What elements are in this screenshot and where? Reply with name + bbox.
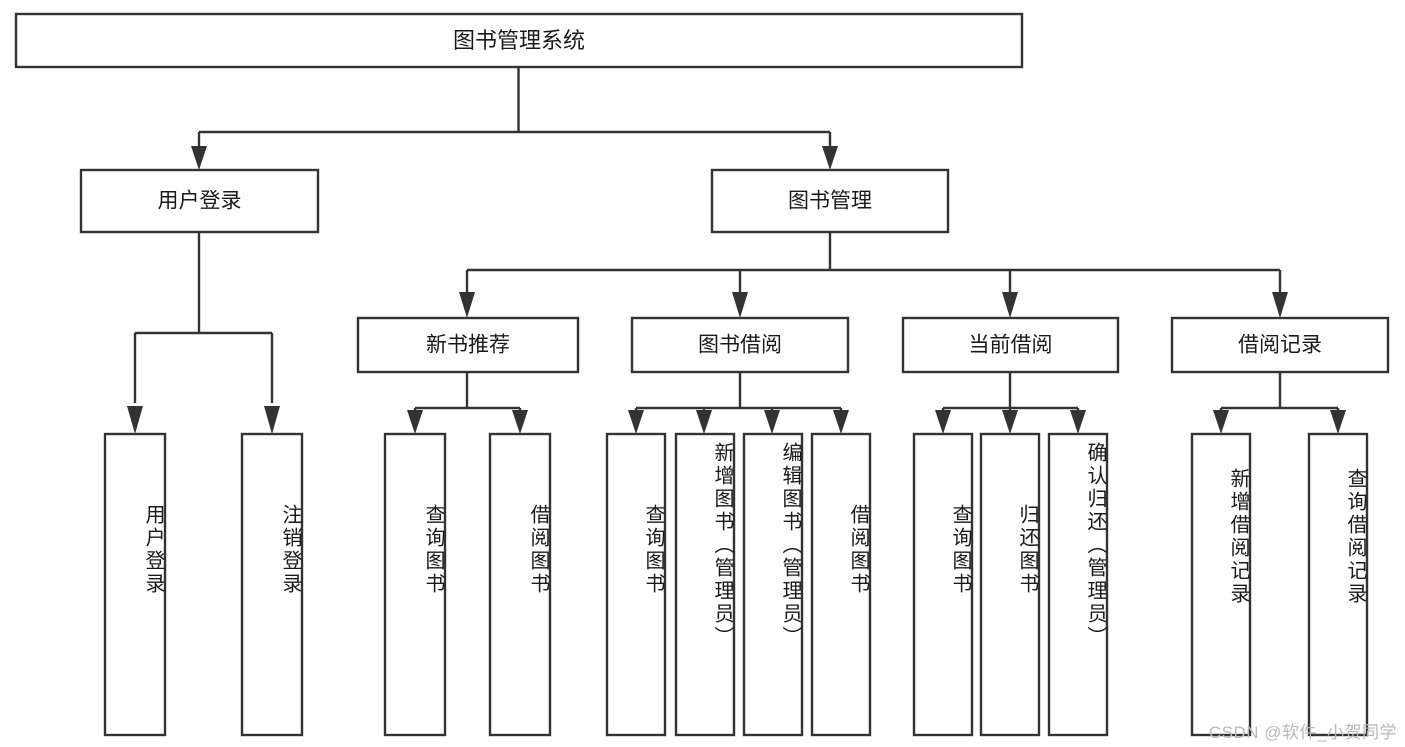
arrow-book-mgmt-child-1 — [732, 292, 748, 318]
leaf-label-user-login-0: 用户登录 — [142, 504, 164, 596]
node-root-label: 图书管理系统 — [453, 28, 585, 53]
arrow-book-mgmt-child-2 — [1002, 292, 1018, 318]
node-leaf-book-borrow-1-box[interactable] — [674, 432, 736, 737]
csdn-watermark: CSDN @软件_小贺同学 — [1208, 723, 1397, 742]
nodes: 图书管理系统 用户登录 图书管理 新书推荐 图书借阅 当前借阅 借阅记录 — [14, 12, 1390, 737]
arrow-current-borrow-child-2 — [1070, 410, 1086, 434]
node-new-book-recommend-label: 新书推荐 — [426, 334, 510, 357]
leaf-label-current-borrow-0: 查询图书 — [949, 504, 971, 596]
node-leaf-book-borrow-2-box[interactable] — [742, 432, 804, 737]
node-book-management-label: 图书管理 — [788, 190, 872, 213]
arrow-current-borrow-child-0 — [935, 410, 951, 434]
node-user-login-box[interactable] — [79, 168, 320, 234]
leaf-label-book-borrow-3: 借阅图书 — [847, 504, 869, 596]
node-book-management-box[interactable] — [710, 168, 950, 234]
node-current-borrow-label: 当前借阅 — [969, 334, 1053, 357]
node-borrow-record-box[interactable] — [1170, 316, 1390, 374]
node-new-book-recommend-box[interactable] — [356, 316, 580, 374]
arrow-root-to-book-mgmt — [822, 146, 838, 170]
arrow-current-borrow-child-1 — [1002, 410, 1018, 434]
arrow-book-borrow-child-0 — [628, 410, 644, 434]
leaf-label-book-borrow-1: 新增图书（管理员） — [711, 442, 733, 649]
node-leaf-new-book-0-box[interactable] — [383, 432, 447, 737]
connectors — [127, 67, 1346, 434]
node-current-borrow-box[interactable] — [901, 316, 1120, 374]
node-user-login-label: 用户登录 — [158, 190, 242, 213]
node-leaf-book-borrow-3-box[interactable] — [810, 432, 872, 737]
leaf-label-borrow-record-1: 查询借阅记录 — [1344, 468, 1366, 606]
leaf-label-book-borrow-0: 查询图书 — [642, 504, 664, 596]
arrow-borrow-record-child-0 — [1213, 410, 1229, 434]
arrow-book-borrow-child-2 — [764, 410, 780, 434]
leaf-label-new-book-1: 借阅图书 — [527, 504, 549, 596]
node-leaf-user-login-1-box[interactable] — [240, 432, 304, 737]
node-leaf-current-borrow-0-box[interactable] — [912, 432, 974, 737]
arrow-book-borrow-child-3 — [833, 410, 849, 434]
node-leaf-new-book-1-box[interactable] — [488, 432, 552, 737]
arrow-user-login-child-1 — [264, 406, 280, 434]
leaf-label-user-login-1: 注销登录 — [279, 504, 301, 596]
node-leaf-borrow-record-0-box[interactable] — [1190, 432, 1252, 737]
arrow-book-mgmt-child-3 — [1272, 292, 1288, 318]
leaf-label-current-borrow-1: 归还图书 — [1016, 504, 1038, 596]
arrow-borrow-record-child-1 — [1330, 410, 1346, 434]
leaf-label-current-borrow-2: 确认归还（管理员） — [1084, 442, 1106, 649]
node-leaf-user-login-0-box[interactable] — [103, 432, 167, 737]
node-borrow-record-label: 借阅记录 — [1238, 334, 1322, 357]
arrow-new-book-child-0 — [407, 410, 423, 434]
node-book-borrow-box[interactable] — [630, 316, 850, 374]
node-leaf-borrow-record-1-box[interactable] — [1307, 432, 1369, 737]
node-leaf-book-borrow-0-box[interactable] — [605, 432, 667, 737]
leaf-label-book-borrow-2: 编辑图书（管理员） — [779, 442, 801, 649]
arrow-book-mgmt-child-0 — [459, 292, 475, 318]
leaf-label-borrow-record-0: 新增借阅记录 — [1227, 468, 1249, 606]
node-leaf-current-borrow-2-box[interactable] — [1047, 432, 1109, 737]
arrow-user-login-child-0 — [127, 406, 143, 434]
node-book-borrow-label: 图书借阅 — [698, 334, 782, 357]
node-root-box[interactable] — [14, 12, 1024, 69]
node-leaf-current-borrow-1-box[interactable] — [979, 432, 1041, 737]
arrow-root-to-user-login — [191, 146, 207, 170]
arrow-book-borrow-child-1 — [696, 410, 712, 434]
leaf-label-new-book-0: 查询图书 — [422, 504, 444, 596]
arrow-new-book-child-1 — [512, 410, 528, 434]
